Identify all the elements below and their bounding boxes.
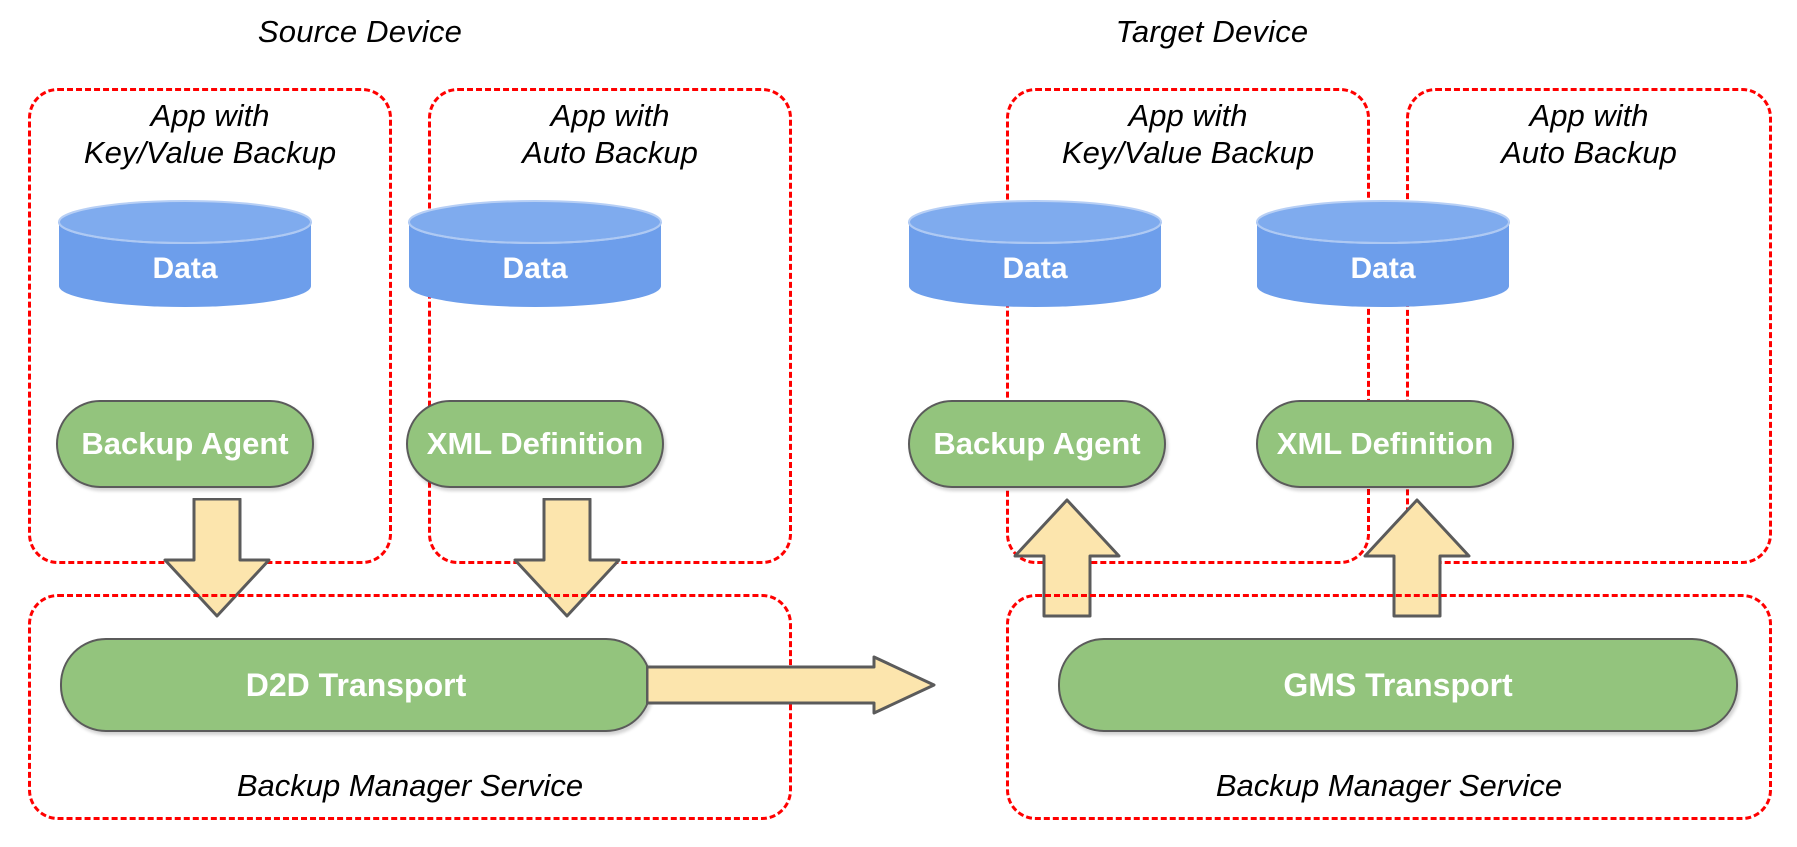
transport-label: D2D Transport bbox=[245, 666, 467, 703]
app-label-line2: Auto Backup bbox=[1501, 135, 1677, 170]
data-cylinder-source-kv: Data bbox=[58, 200, 312, 308]
flow-arrow-target-auto-up bbox=[1352, 498, 1482, 618]
component-label: Backup Agent bbox=[81, 426, 289, 461]
app-label-source-kv: App with Key/Value Backup bbox=[28, 100, 392, 168]
app-label-target-auto: App with Auto Backup bbox=[1406, 100, 1772, 168]
flow-arrow-source-kv-down bbox=[152, 497, 282, 618]
app-label-line1: App with bbox=[150, 98, 270, 133]
app-container-target-kv[interactable] bbox=[1006, 88, 1370, 564]
component-label: XML Definition bbox=[1276, 426, 1494, 461]
flow-arrow-source-auto-down bbox=[502, 497, 632, 618]
data-cylinder-target-kv: Data bbox=[908, 200, 1162, 308]
flow-arrow-target-kv-up bbox=[1002, 498, 1132, 618]
source-device-title: Source Device bbox=[257, 14, 463, 49]
transport-label: GMS Transport bbox=[1283, 666, 1513, 703]
component-label: Backup Agent bbox=[933, 426, 1141, 461]
app-label-target-kv: App with Key/Value Backup bbox=[1006, 100, 1370, 168]
app-label-line1: App with bbox=[550, 98, 670, 133]
service-container-target[interactable] bbox=[1006, 594, 1772, 820]
target-device-title: Target Device bbox=[1115, 14, 1309, 49]
component-target-backup-agent[interactable]: Backup Agent bbox=[908, 400, 1166, 488]
component-source-xml-definition[interactable]: XML Definition bbox=[406, 400, 664, 488]
app-label-source-auto: App with Auto Backup bbox=[428, 100, 792, 168]
service-label-source: Backup Manager Service bbox=[236, 768, 584, 803]
component-label: XML Definition bbox=[426, 426, 644, 461]
component-source-backup-agent[interactable]: Backup Agent bbox=[56, 400, 314, 488]
transport-d2d[interactable]: D2D Transport bbox=[60, 638, 652, 732]
app-label-line2: Key/Value Backup bbox=[83, 135, 337, 170]
data-cylinder-target-auto: Data bbox=[1256, 200, 1510, 308]
app-label-line1: App with bbox=[1529, 98, 1649, 133]
service-label-target: Backup Manager Service bbox=[1215, 768, 1563, 803]
component-target-xml-definition[interactable]: XML Definition bbox=[1256, 400, 1514, 488]
transport-gms[interactable]: GMS Transport bbox=[1058, 638, 1738, 732]
app-label-line2: Auto Backup bbox=[522, 135, 698, 170]
data-cylinder-source-auto: Data bbox=[408, 200, 662, 308]
app-label-line2: Key/Value Backup bbox=[1061, 135, 1315, 170]
flow-arrow-d2d-to-gms bbox=[645, 655, 936, 715]
service-container-source[interactable] bbox=[28, 594, 792, 820]
app-container-target-auto[interactable] bbox=[1406, 88, 1772, 564]
app-label-line1: App with bbox=[1128, 98, 1248, 133]
